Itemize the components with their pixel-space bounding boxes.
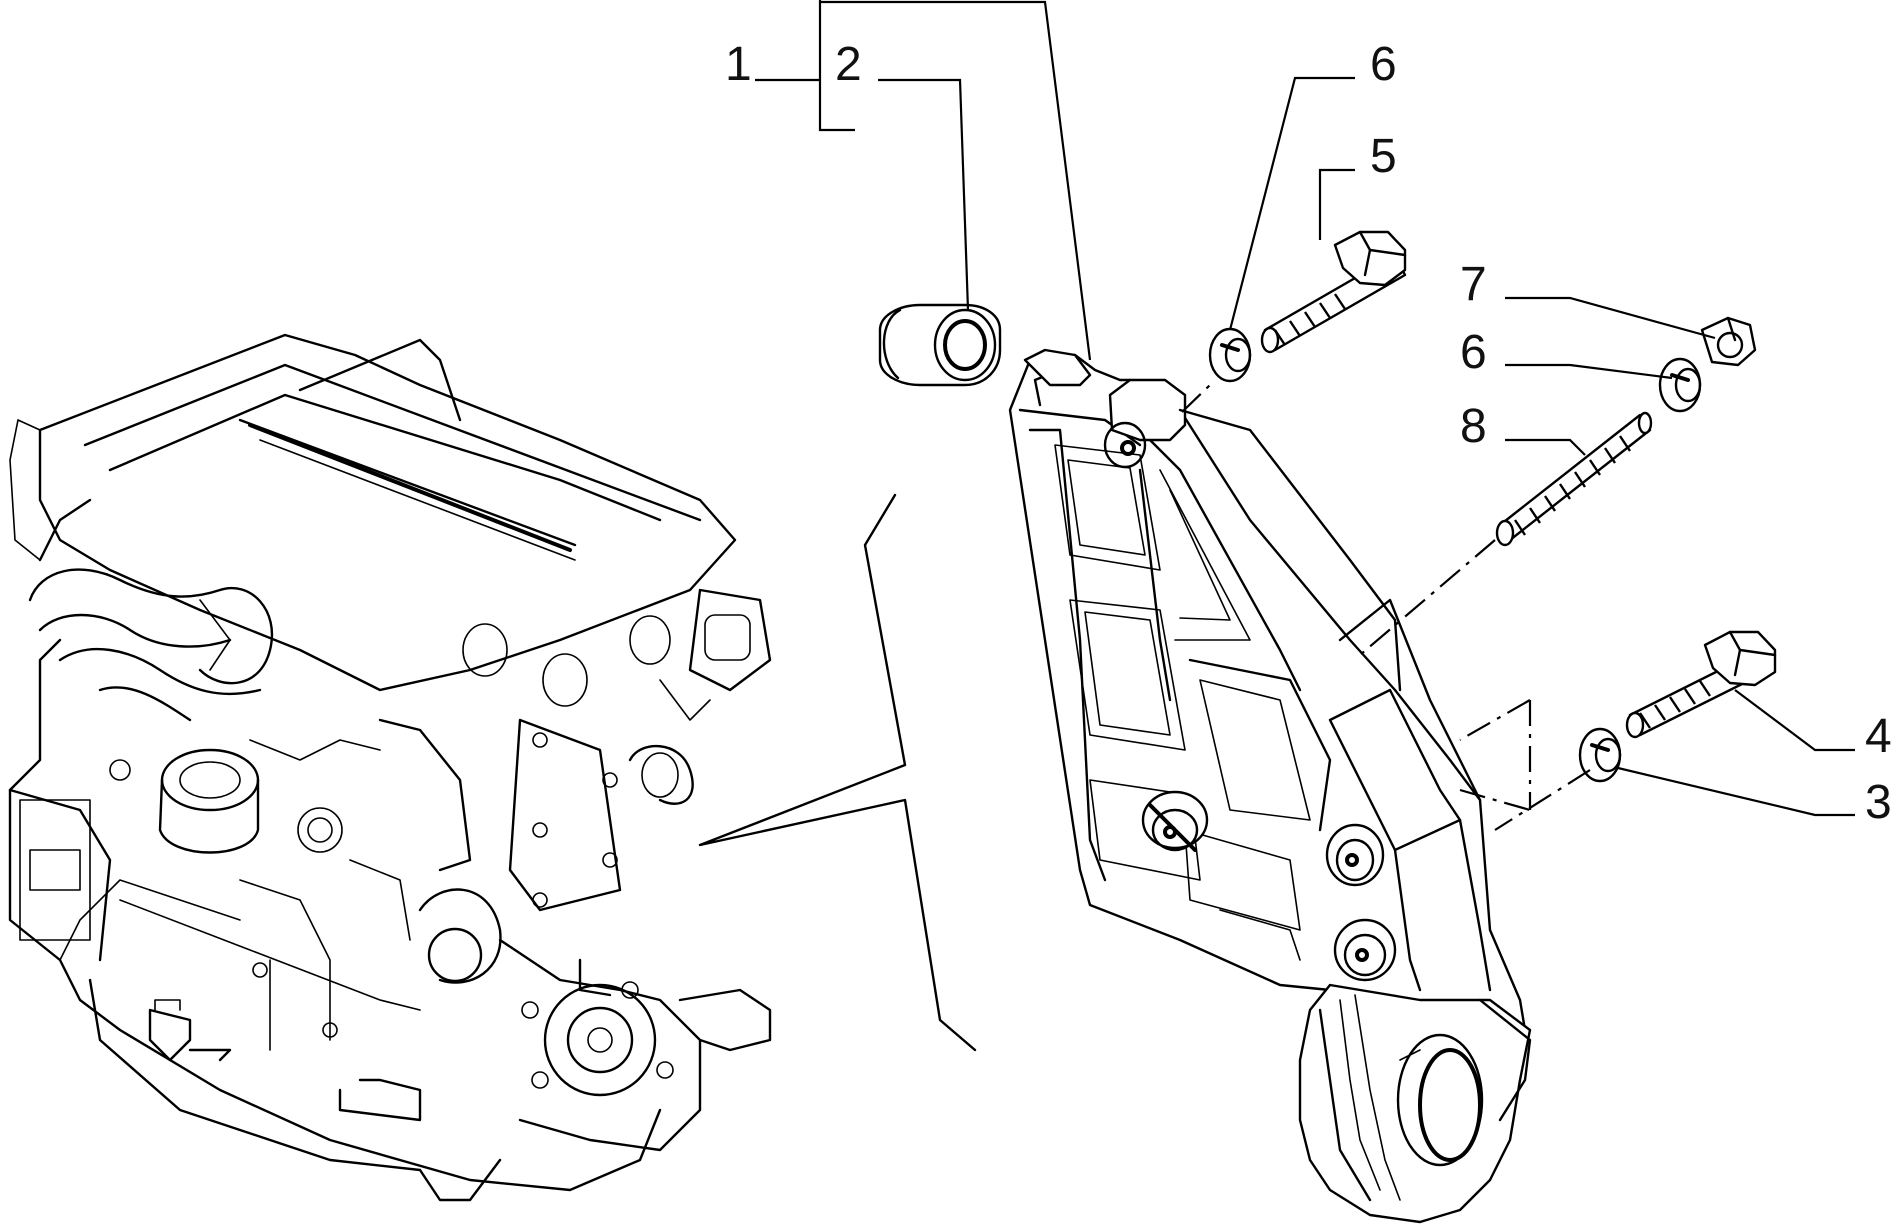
callout-6-right: 6 [1460,326,1487,379]
callout-1: 1 [725,38,752,91]
detail-break-line [698,493,977,1052]
callout-7: 7 [1460,258,1487,311]
callout-4: 4 [1865,710,1892,763]
stud-part-8 [1495,411,1653,547]
bolt-part-4 [1625,630,1777,739]
bolt-part-5 [1260,230,1407,354]
engine-block-illustration [8,333,772,1202]
callout-3: 3 [1865,776,1892,829]
nut-part-7 [1700,316,1757,367]
callout-6-upper: 6 [1370,38,1397,91]
callout-8: 8 [1460,400,1487,453]
callout-5: 5 [1370,130,1397,183]
callout-2: 2 [835,38,862,91]
assembly-axis-lines [1181,384,1591,831]
bushing-part-2 [878,303,1002,387]
callout-labels: 1 2 6 5 7 6 8 4 3 [725,38,1892,829]
engine-mount-bracket [1008,348,1532,1224]
washer-part-3 [1578,727,1622,783]
callout-leader-lines [755,0,1855,817]
washer-part-6-right [1658,357,1702,413]
washer-part-6-upper [1208,327,1252,383]
